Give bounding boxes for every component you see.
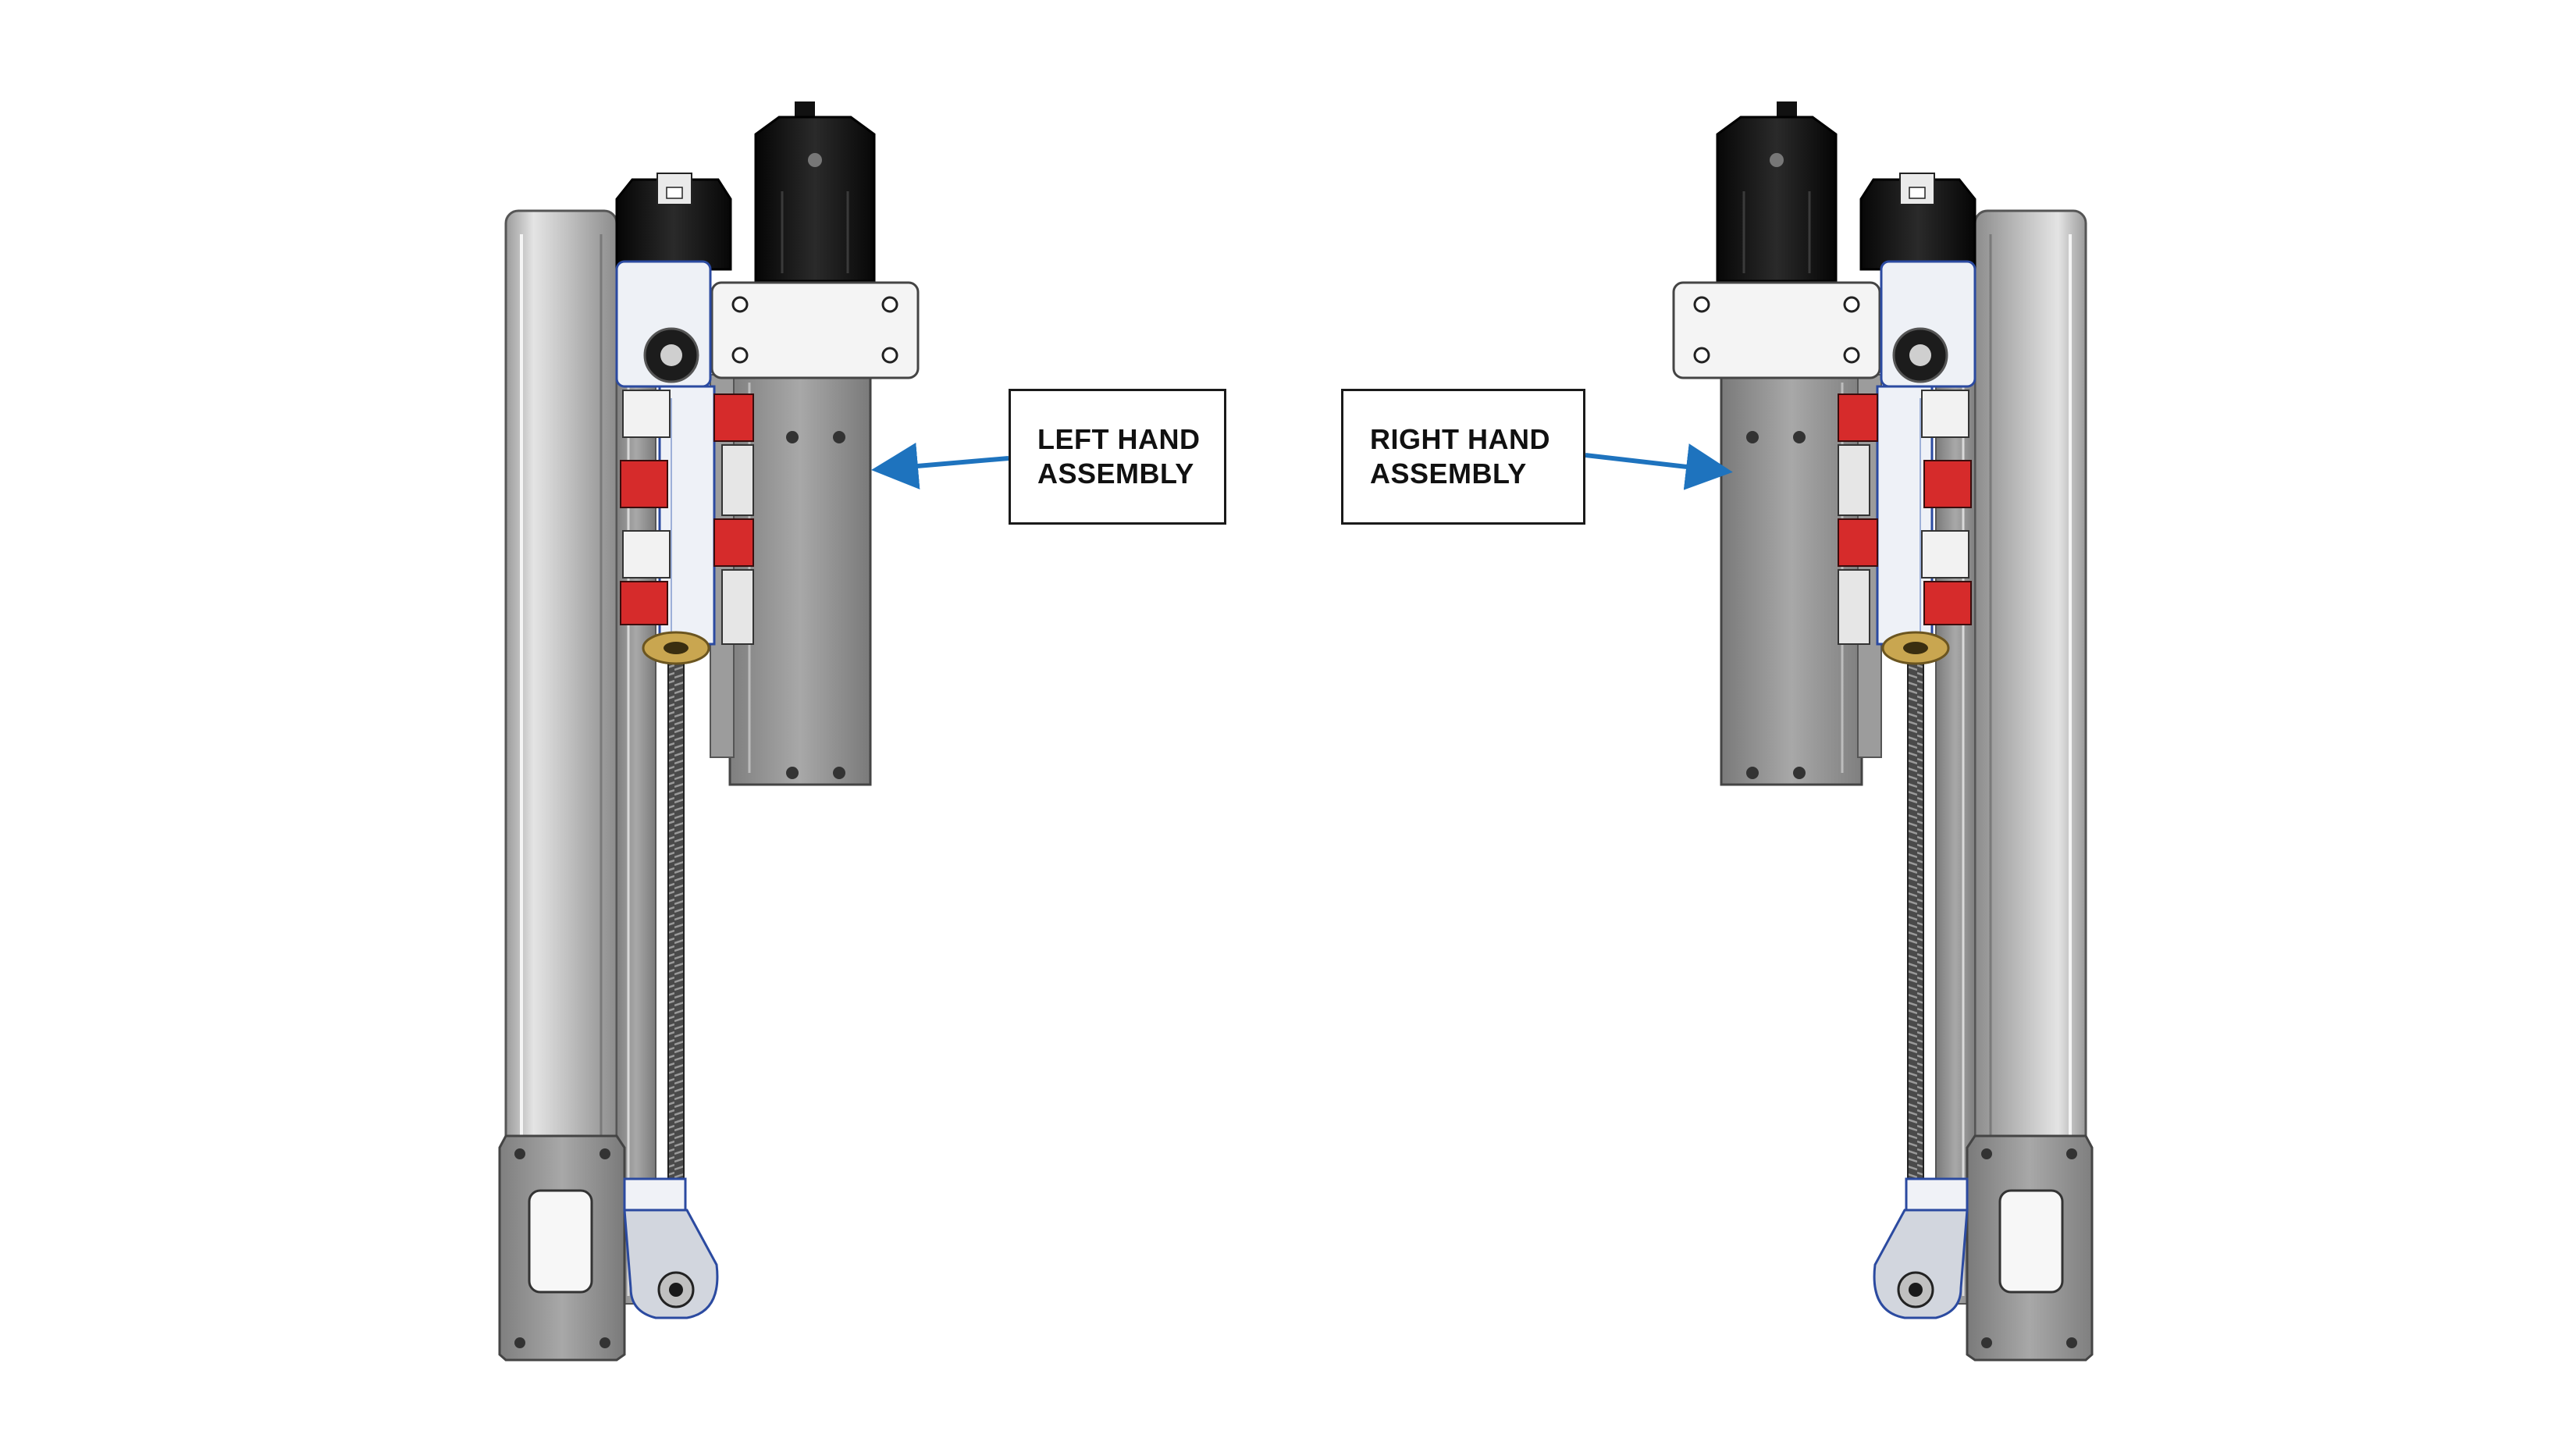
right-hand-assembly-label: RIGHT HAND ASSEMBLY — [1341, 389, 1585, 525]
left-label-line1: LEFT HAND — [1037, 423, 1201, 455]
right-hand-assembly — [1672, 100, 2094, 1362]
left-callout-arrow — [871, 443, 1009, 490]
left-hand-assembly-label: LEFT HAND ASSEMBLY — [1009, 389, 1226, 525]
right-callout-arrow — [1585, 443, 1733, 490]
right-label-line1: RIGHT HAND — [1370, 423, 1550, 455]
left-label-line2: ASSEMBLY — [1037, 457, 1194, 490]
left-hand-assembly — [498, 100, 920, 1362]
right-label-line2: ASSEMBLY — [1370, 457, 1527, 490]
